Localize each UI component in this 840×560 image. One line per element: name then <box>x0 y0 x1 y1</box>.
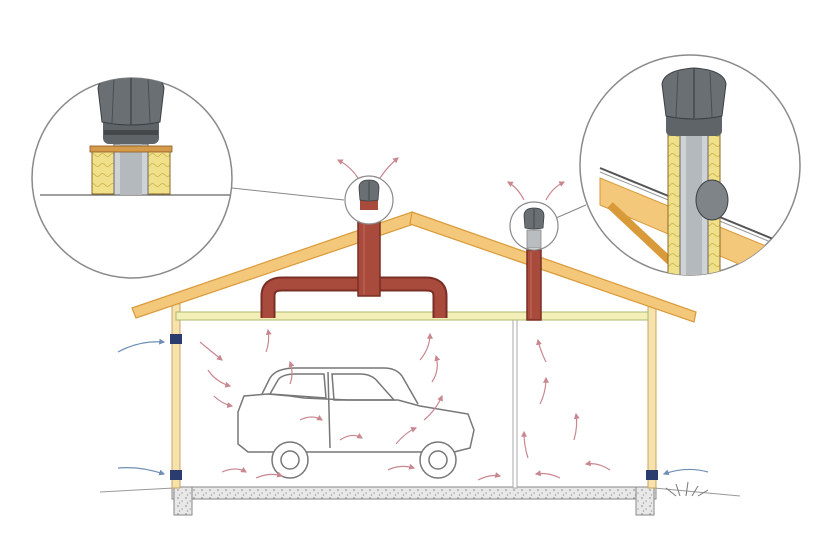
foundation-footing-left <box>173 486 193 516</box>
airflow-arrow <box>213 395 234 408</box>
intake-arrow <box>662 468 709 476</box>
airflow-arrow <box>221 466 248 473</box>
intake-arrow <box>117 338 166 353</box>
vent-opening-upper-left <box>170 334 182 344</box>
airflow-arrow <box>573 412 580 441</box>
center-post <box>512 317 518 489</box>
airflow-arrow <box>521 430 529 459</box>
airflow-arrow <box>387 463 416 471</box>
exhaust-arrow <box>506 181 525 201</box>
car <box>237 367 475 479</box>
airflow-arrow <box>419 332 433 361</box>
airflow-arrow <box>477 472 502 481</box>
wall-right <box>647 303 657 489</box>
intake-arrow <box>117 467 166 476</box>
ceiling-beam <box>175 311 649 321</box>
exhaust-arrow <box>545 181 566 201</box>
airflow-arrow <box>536 338 547 363</box>
wall-left <box>171 303 181 489</box>
turbine-fan-icon <box>97 78 165 144</box>
roof-turbine-fan-left <box>344 175 394 225</box>
callout-connector-right <box>555 204 587 219</box>
airflow-arrow <box>539 376 549 405</box>
airflow-arrow <box>584 460 611 471</box>
airflow-arrow <box>288 360 295 385</box>
callout-connector-left <box>231 187 345 201</box>
vent-opening-lower-left <box>170 470 182 480</box>
turbine-fan-icon <box>661 67 727 136</box>
grass-tuft <box>665 481 709 497</box>
airflow-arrow <box>423 394 443 421</box>
roof-rafter-right <box>409 211 697 323</box>
airflow-arrow <box>431 354 441 383</box>
foundation-slab <box>171 486 657 500</box>
airflow-arrow <box>339 432 364 441</box>
airflow-arrow <box>207 369 232 388</box>
detail-callout-left <box>31 77 233 279</box>
detail-callout-right <box>579 54 801 276</box>
vent-opening-lower-right <box>646 470 658 480</box>
airflow-arrow <box>534 470 561 479</box>
exhaust-duct-vertical <box>526 249 542 321</box>
airflow-arrow <box>395 426 418 445</box>
ground-line <box>99 487 175 493</box>
airflow-arrow <box>299 414 324 421</box>
exhaust-arrow <box>336 159 359 179</box>
airflow-arrow <box>255 471 284 479</box>
exhaust-arrow <box>379 157 399 179</box>
airflow-arrow <box>265 328 272 353</box>
foundation-footing-right <box>635 486 655 516</box>
airflow-arrow <box>199 341 223 361</box>
roof-turbine-fan-right <box>509 201 559 251</box>
